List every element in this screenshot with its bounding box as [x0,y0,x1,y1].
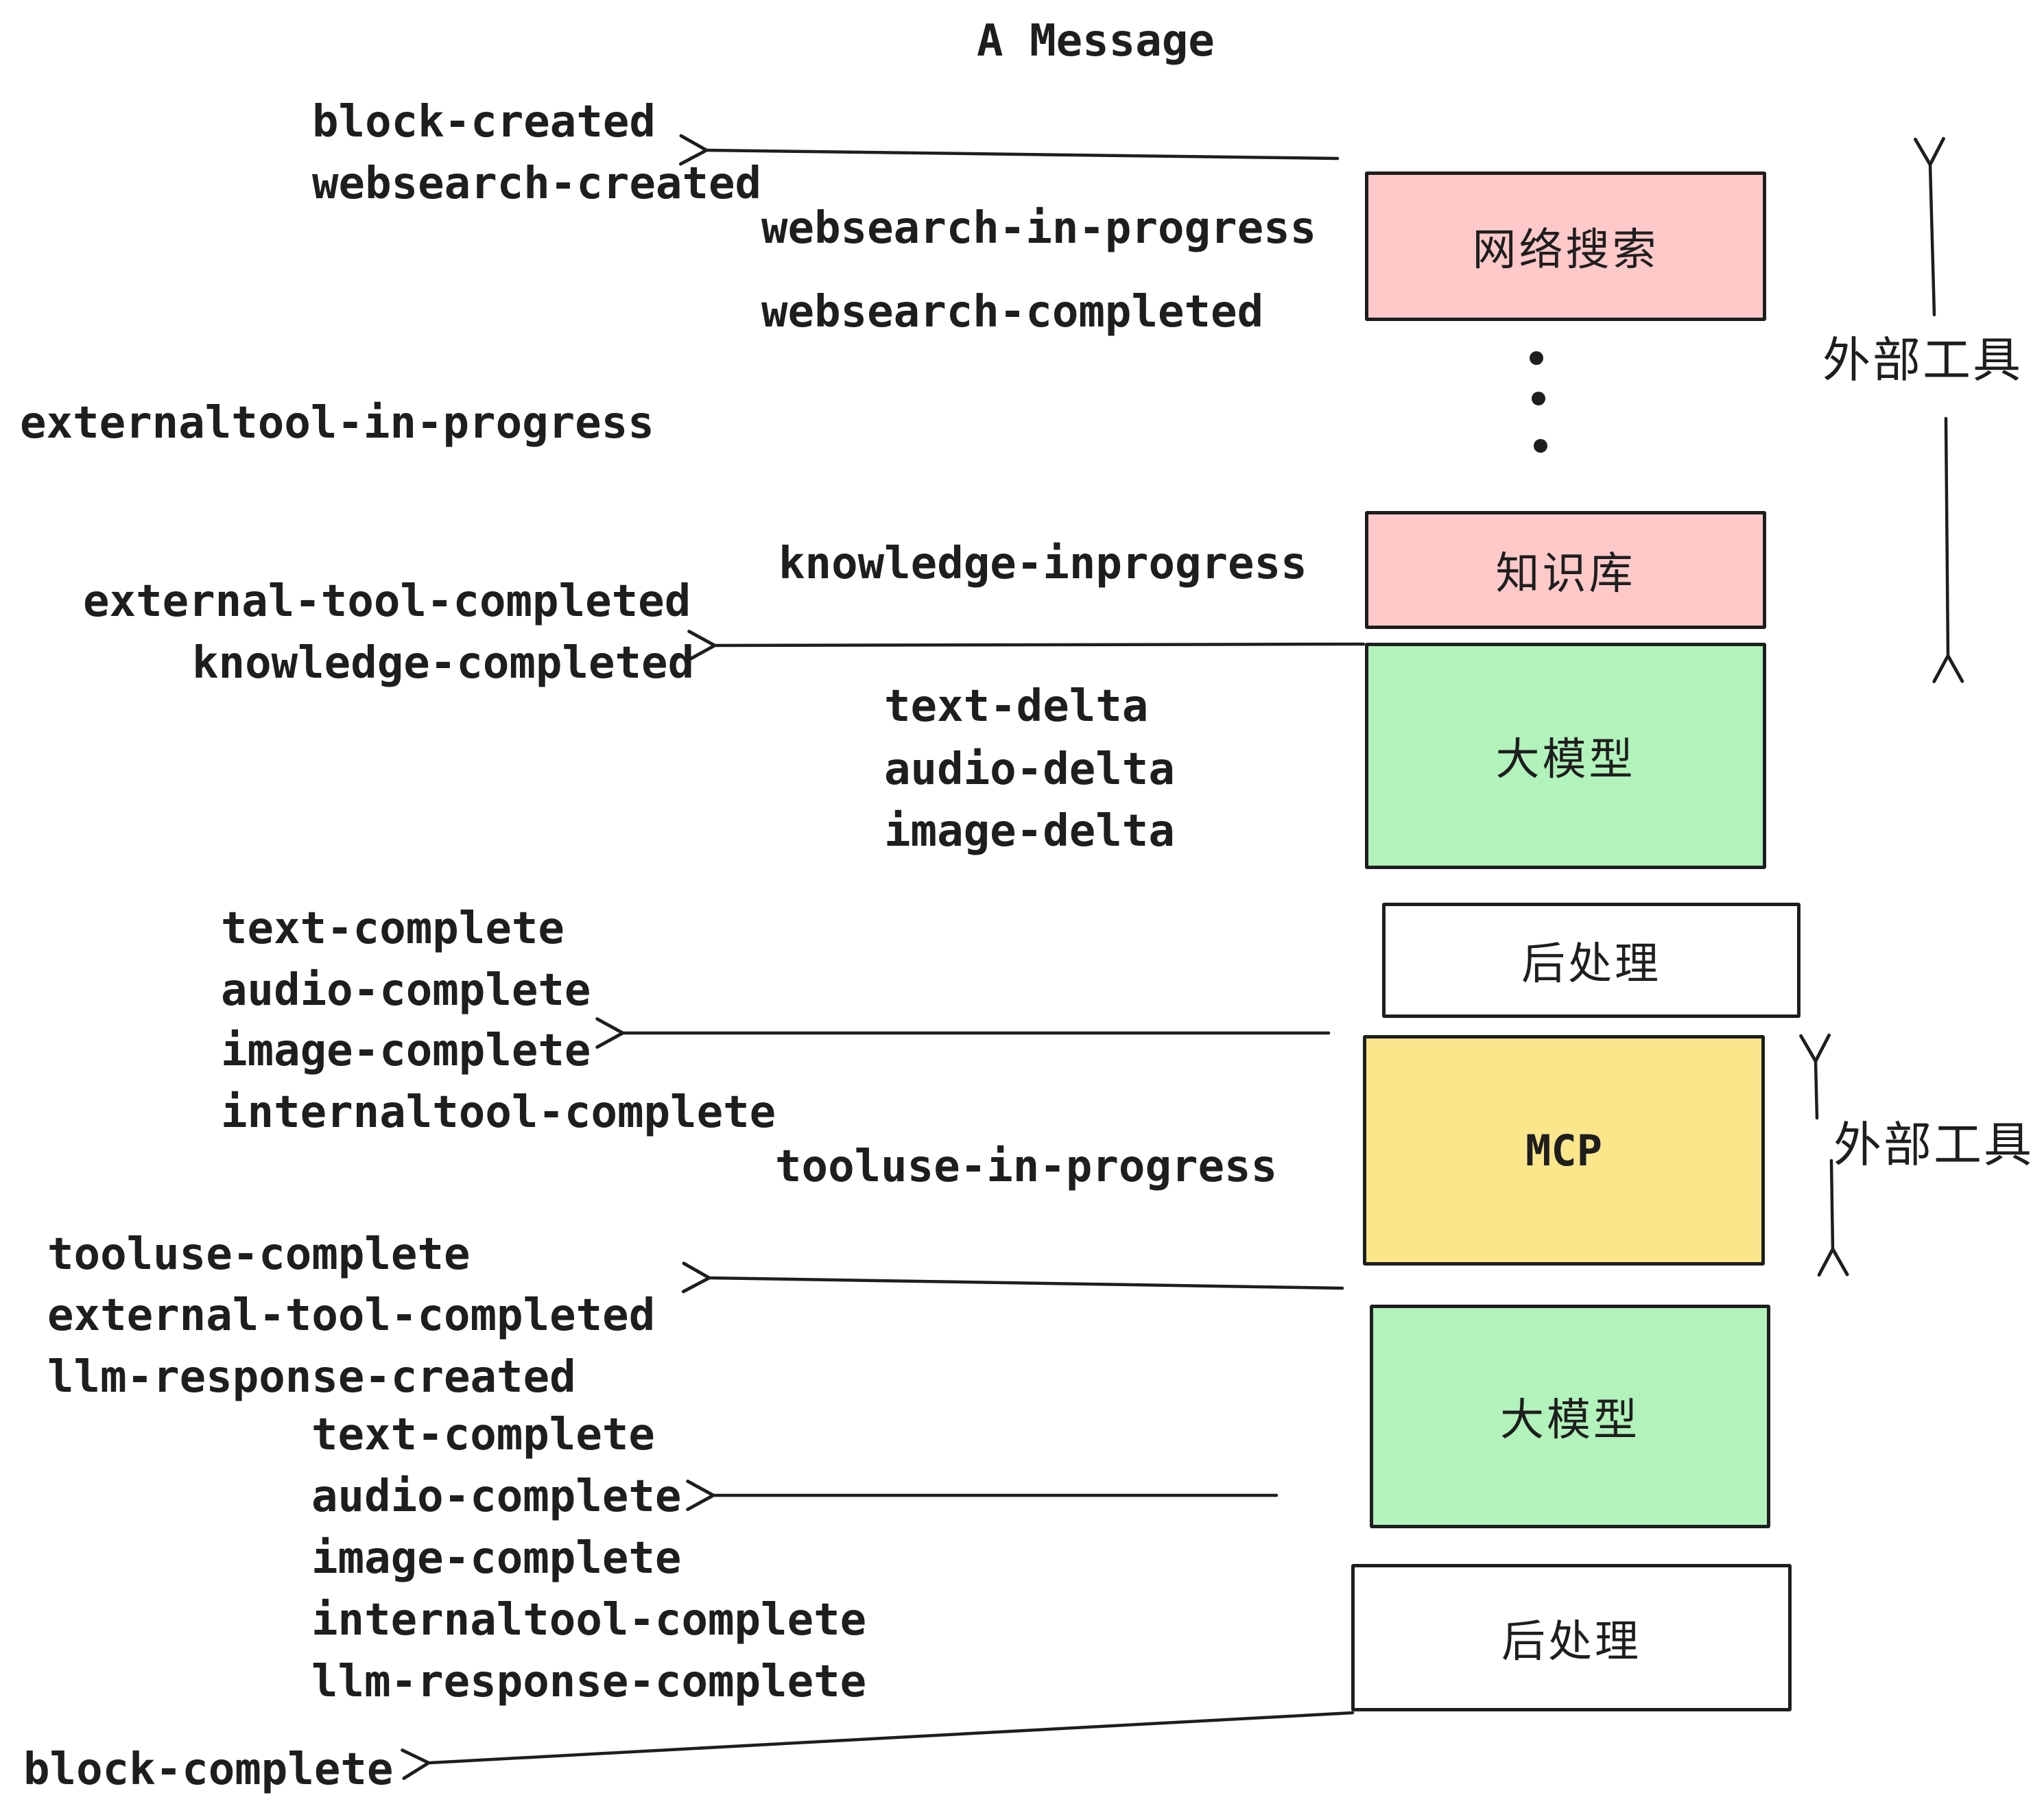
box-llm-1-label: 大模型 [1495,735,1636,784]
event-block-complete: block-complete [23,1744,394,1795]
event-image-delta-1: image-delta [884,806,1175,857]
box-websearch-label: 网络搜索 [1472,225,1659,274]
ellipsis-dot [1532,392,1545,405]
box-llm-2-label: 大模型 [1500,1395,1640,1445]
event-tooluse-complete: tooluse-complete [47,1229,471,1280]
diagram-title: A Message [977,16,1215,67]
event-block-created: block-created [312,97,656,147]
event-knowledge-inprogress: knowledge-inprogress [779,538,1307,589]
external-tools-1-arrow-up [1914,137,1945,317]
external-tools-label-2: 外部工具 [1833,1118,2034,1172]
box-postprocess-2-label: 后处理 [1501,1616,1641,1666]
event-websearch-created: websearch-created [312,158,762,209]
arrow-block-complete [401,1711,1355,1780]
box-knowledge-base-label: 知识库 [1495,549,1636,598]
event-image-complete-1: image-complete [221,1025,591,1076]
event-knowledge-completed: knowledge-completed [192,638,695,689]
box-llm-2: 大模型 [1370,1305,1770,1528]
box-websearch: 网络搜索 [1365,171,1766,321]
external-tools-2-arrow-up [1799,1033,1831,1120]
ellipsis-dot [1534,439,1547,453]
box-llm-1: 大模型 [1365,643,1766,869]
event-externaltool-in-progress: externaltool-in-progress [20,398,654,449]
external-tools-2-arrow-down [1817,1159,1849,1277]
box-mcp-label: MCP [1525,1125,1602,1176]
event-tooluse-in-progress: tooluse-in-progress [775,1141,1278,1192]
ellipsis-dot [1530,351,1543,365]
box-mcp: MCP [1363,1035,1765,1266]
event-llm-response-complete: llm-response-complete [311,1657,867,1707]
event-text-delta-1: text-delta [884,681,1149,732]
event-websearch-completed: websearch-completed [761,287,1264,337]
event-image-complete-2: image-complete [311,1533,682,1584]
event-websearch-in-progress: websearch-in-progress [761,203,1317,254]
event-audio-delta-1: audio-delta [884,744,1175,795]
arrow-knowledge-completed [687,630,1366,662]
box-postprocess-1-label: 后处理 [1521,939,1661,988]
box-postprocess-2: 后处理 [1351,1564,1792,1711]
external-tools-1-arrow-down [1932,416,1964,683]
arrow-tooluse-complete [681,1261,1344,1294]
box-knowledge-base: 知识库 [1365,511,1766,629]
event-external-tool-completed-2: external-tool-completed [47,1290,656,1341]
event-text-complete-2: text-complete [311,1410,655,1460]
external-tools-label-1: 外部工具 [1822,333,2023,387]
event-internaltool-complete-2: internaltool-complete [311,1595,867,1646]
event-audio-complete-2: audio-complete [311,1471,682,1522]
event-text-complete-1: text-complete [221,903,565,954]
event-audio-complete-1: audio-complete [221,965,591,1016]
event-internaltool-complete-1: internaltool-complete [221,1087,776,1138]
event-external-tool-completed: external-tool-completed [83,576,691,627]
arrow-block-created [678,134,1340,166]
box-postprocess-1: 后处理 [1382,903,1801,1018]
event-llm-response-created: llm-response-created [47,1352,576,1403]
